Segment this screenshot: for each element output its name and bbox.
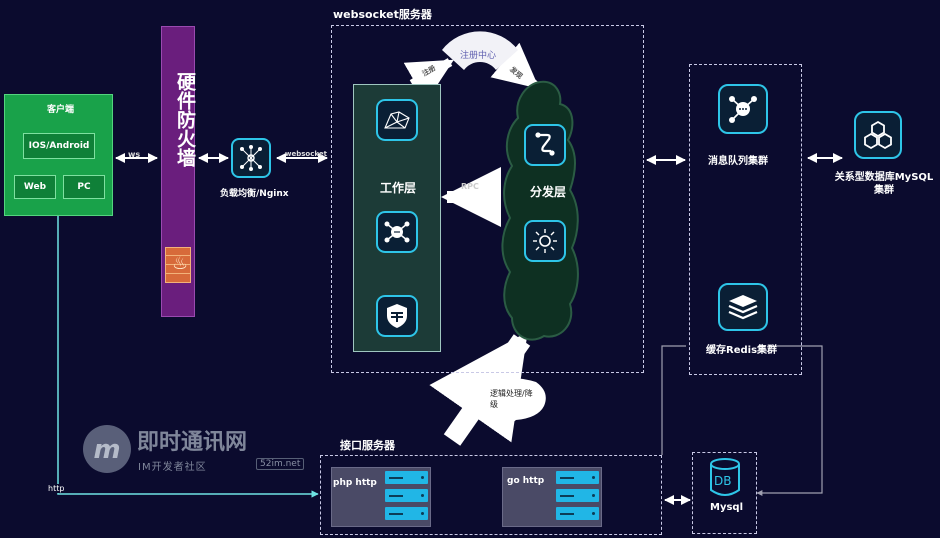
go-rack-1-icon [556, 471, 599, 484]
db-badge: DB [714, 474, 732, 488]
php-rack-1-icon [385, 471, 428, 484]
hub-icon[interactable] [376, 211, 418, 253]
web-button[interactable]: Web [14, 175, 56, 199]
logic-bubble-shape [478, 378, 546, 428]
layers-glyph-icon [728, 295, 758, 320]
logic-bubble-label: 逻辑处理/降级 [490, 389, 533, 409]
database-icon[interactable] [709, 458, 741, 498]
redis-db-line [756, 345, 823, 496]
hub-glyph-icon [384, 221, 410, 243]
client-title: 客户端 [47, 105, 75, 115]
interface-server-title: 接口服务器 [340, 439, 395, 452]
go-server: go http [502, 467, 602, 527]
go-server-label: go http [507, 476, 545, 486]
shield-glyph-icon [387, 304, 407, 328]
hexagons-glyph-icon [864, 120, 892, 150]
brand-logo-icon: m [83, 425, 131, 473]
websocket-server-box [331, 25, 644, 373]
db-box [692, 452, 757, 534]
network-icon [240, 145, 262, 171]
flame-icon: ♨ [172, 253, 189, 274]
go-rack-3-icon [556, 507, 599, 520]
link-glyph-icon [535, 132, 555, 156]
mysql-cluster-icon[interactable] [854, 111, 902, 159]
load-balancer-label: 负载均衡/Nginx [220, 189, 289, 199]
shield-icon[interactable] [376, 295, 418, 337]
ws-label: ws [128, 150, 141, 159]
client-box[interactable]: 客户端 IOS/Android Web PC [4, 94, 113, 216]
db-label: Mysql [710, 502, 744, 513]
cluster-box [689, 64, 802, 375]
sun-glyph-icon [533, 229, 557, 253]
http-label: http [47, 484, 66, 493]
sun-icon[interactable] [524, 220, 566, 262]
go-rack-2-icon [556, 489, 599, 502]
interface-server-box [320, 455, 662, 535]
php-rack-3-icon [385, 507, 428, 520]
mesh-network-icon[interactable] [376, 99, 418, 141]
ios-android-button[interactable]: IOS/Android [23, 133, 95, 159]
watermark-logo: m [80, 422, 134, 476]
register-arrow [403, 58, 454, 102]
watermark-sub: IM开发者社区 [138, 462, 207, 473]
dispatch-cloud-shape [501, 80, 579, 341]
php-rack-2-icon [385, 489, 428, 502]
client-http-line [57, 216, 319, 498]
dispatch-layer-label: 分发层 [530, 185, 567, 199]
discover-arrow [490, 42, 540, 90]
mq-glyph-icon [729, 96, 757, 123]
hardware-firewall: 硬件防火墙 ♨ [161, 26, 196, 317]
message-queue-icon[interactable] [718, 84, 768, 134]
php-server-label: php http [333, 478, 377, 488]
redis-icon[interactable] [718, 283, 768, 331]
mysql-cluster-label: 关系型数据库MySQL集群 [834, 172, 934, 196]
message-queue-label: 消息队列集群 [708, 156, 768, 167]
rpc-label: RPC [461, 182, 479, 191]
registry-center-label: 注册中心 [460, 51, 497, 61]
watermark-brand: 即时通讯网 [137, 430, 248, 455]
php-server: php http [331, 467, 431, 527]
redis-label: 缓存Redis集群 [706, 345, 778, 356]
svg-text:m: m [93, 435, 120, 465]
firewall-bricks-icon: ♨ [165, 247, 191, 283]
work-layer-box: 工作层 [353, 84, 441, 352]
firewall-label: 硬件防火墙 [174, 72, 196, 167]
work-layer-label: 工作层 [380, 181, 417, 195]
mesh-glyph-icon [384, 111, 410, 129]
websocket-server-title: websocket服务器 [333, 8, 432, 21]
watermark-url: 52im.net [256, 458, 305, 470]
link-icon[interactable] [524, 124, 566, 166]
websocket-link-label: websocket [285, 150, 327, 158]
load-balancer-icon[interactable] [231, 138, 271, 178]
registry-center-shape [442, 31, 518, 70]
pc-button[interactable]: PC [63, 175, 105, 199]
redis-interface-line [661, 345, 686, 455]
